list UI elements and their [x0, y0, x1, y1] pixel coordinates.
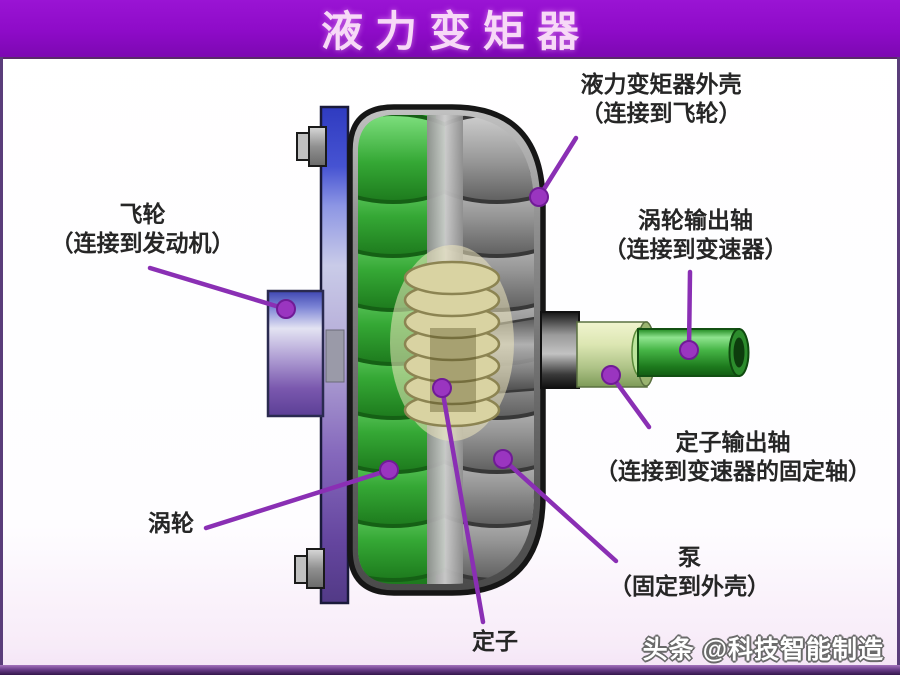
stator-rings [390, 245, 514, 441]
flywheel-bolt-bottom [294, 548, 325, 589]
label-flywheel-line2: （连接到发动机） [50, 230, 235, 256]
left-border [0, 57, 3, 675]
label-stator-line1: 定子 [472, 628, 518, 654]
right-border [897, 57, 900, 675]
page-title: 液力变矩器 [320, 8, 591, 55]
label-pump: 泵 （固定到外壳） [592, 543, 787, 601]
output-collar [540, 311, 580, 389]
label-turbine-output-shaft: 涡轮输出轴 （连接到变速器） [588, 206, 803, 264]
label-stator-output-shaft-line2: （连接到变速器的固定轴） [595, 458, 871, 484]
label-turbine-output-shaft-line2: （连接到变速器） [603, 236, 788, 262]
label-housing-line1: 液力变矩器外壳 [580, 71, 742, 97]
flywheel-bolt-top [296, 126, 327, 167]
annotation-arrows [147, 135, 693, 625]
label-stator-output-shaft-line1: 定子输出轴 [675, 429, 791, 455]
watermark-text: 头条 @科技智能制造 [642, 636, 884, 664]
label-turbine-line1: 涡轮 [148, 510, 194, 536]
label-pump-line1: 泵 [678, 544, 701, 570]
label-pump-line2: （固定到外壳） [609, 573, 770, 599]
bottom-border-strip [0, 665, 900, 675]
title-banner: 液力变矩器 [0, 0, 900, 59]
label-housing-line2: （连接到飞轮） [580, 100, 742, 126]
label-flywheel-line1: 飞轮 [119, 201, 166, 227]
flywheel-plate [319, 105, 350, 605]
label-stator-output-shaft: 定子输出轴 （连接到变速器的固定轴） [578, 428, 888, 486]
label-flywheel: 飞轮 （连接到发动机） [25, 200, 260, 258]
label-housing: 液力变矩器外壳 （连接到飞轮） [551, 70, 771, 128]
label-turbine-output-shaft-line1: 涡轮输出轴 [638, 207, 753, 233]
label-turbine: 涡轮 [134, 509, 208, 538]
annotation-dots [276, 187, 699, 480]
label-stator: 定子 [458, 627, 532, 656]
